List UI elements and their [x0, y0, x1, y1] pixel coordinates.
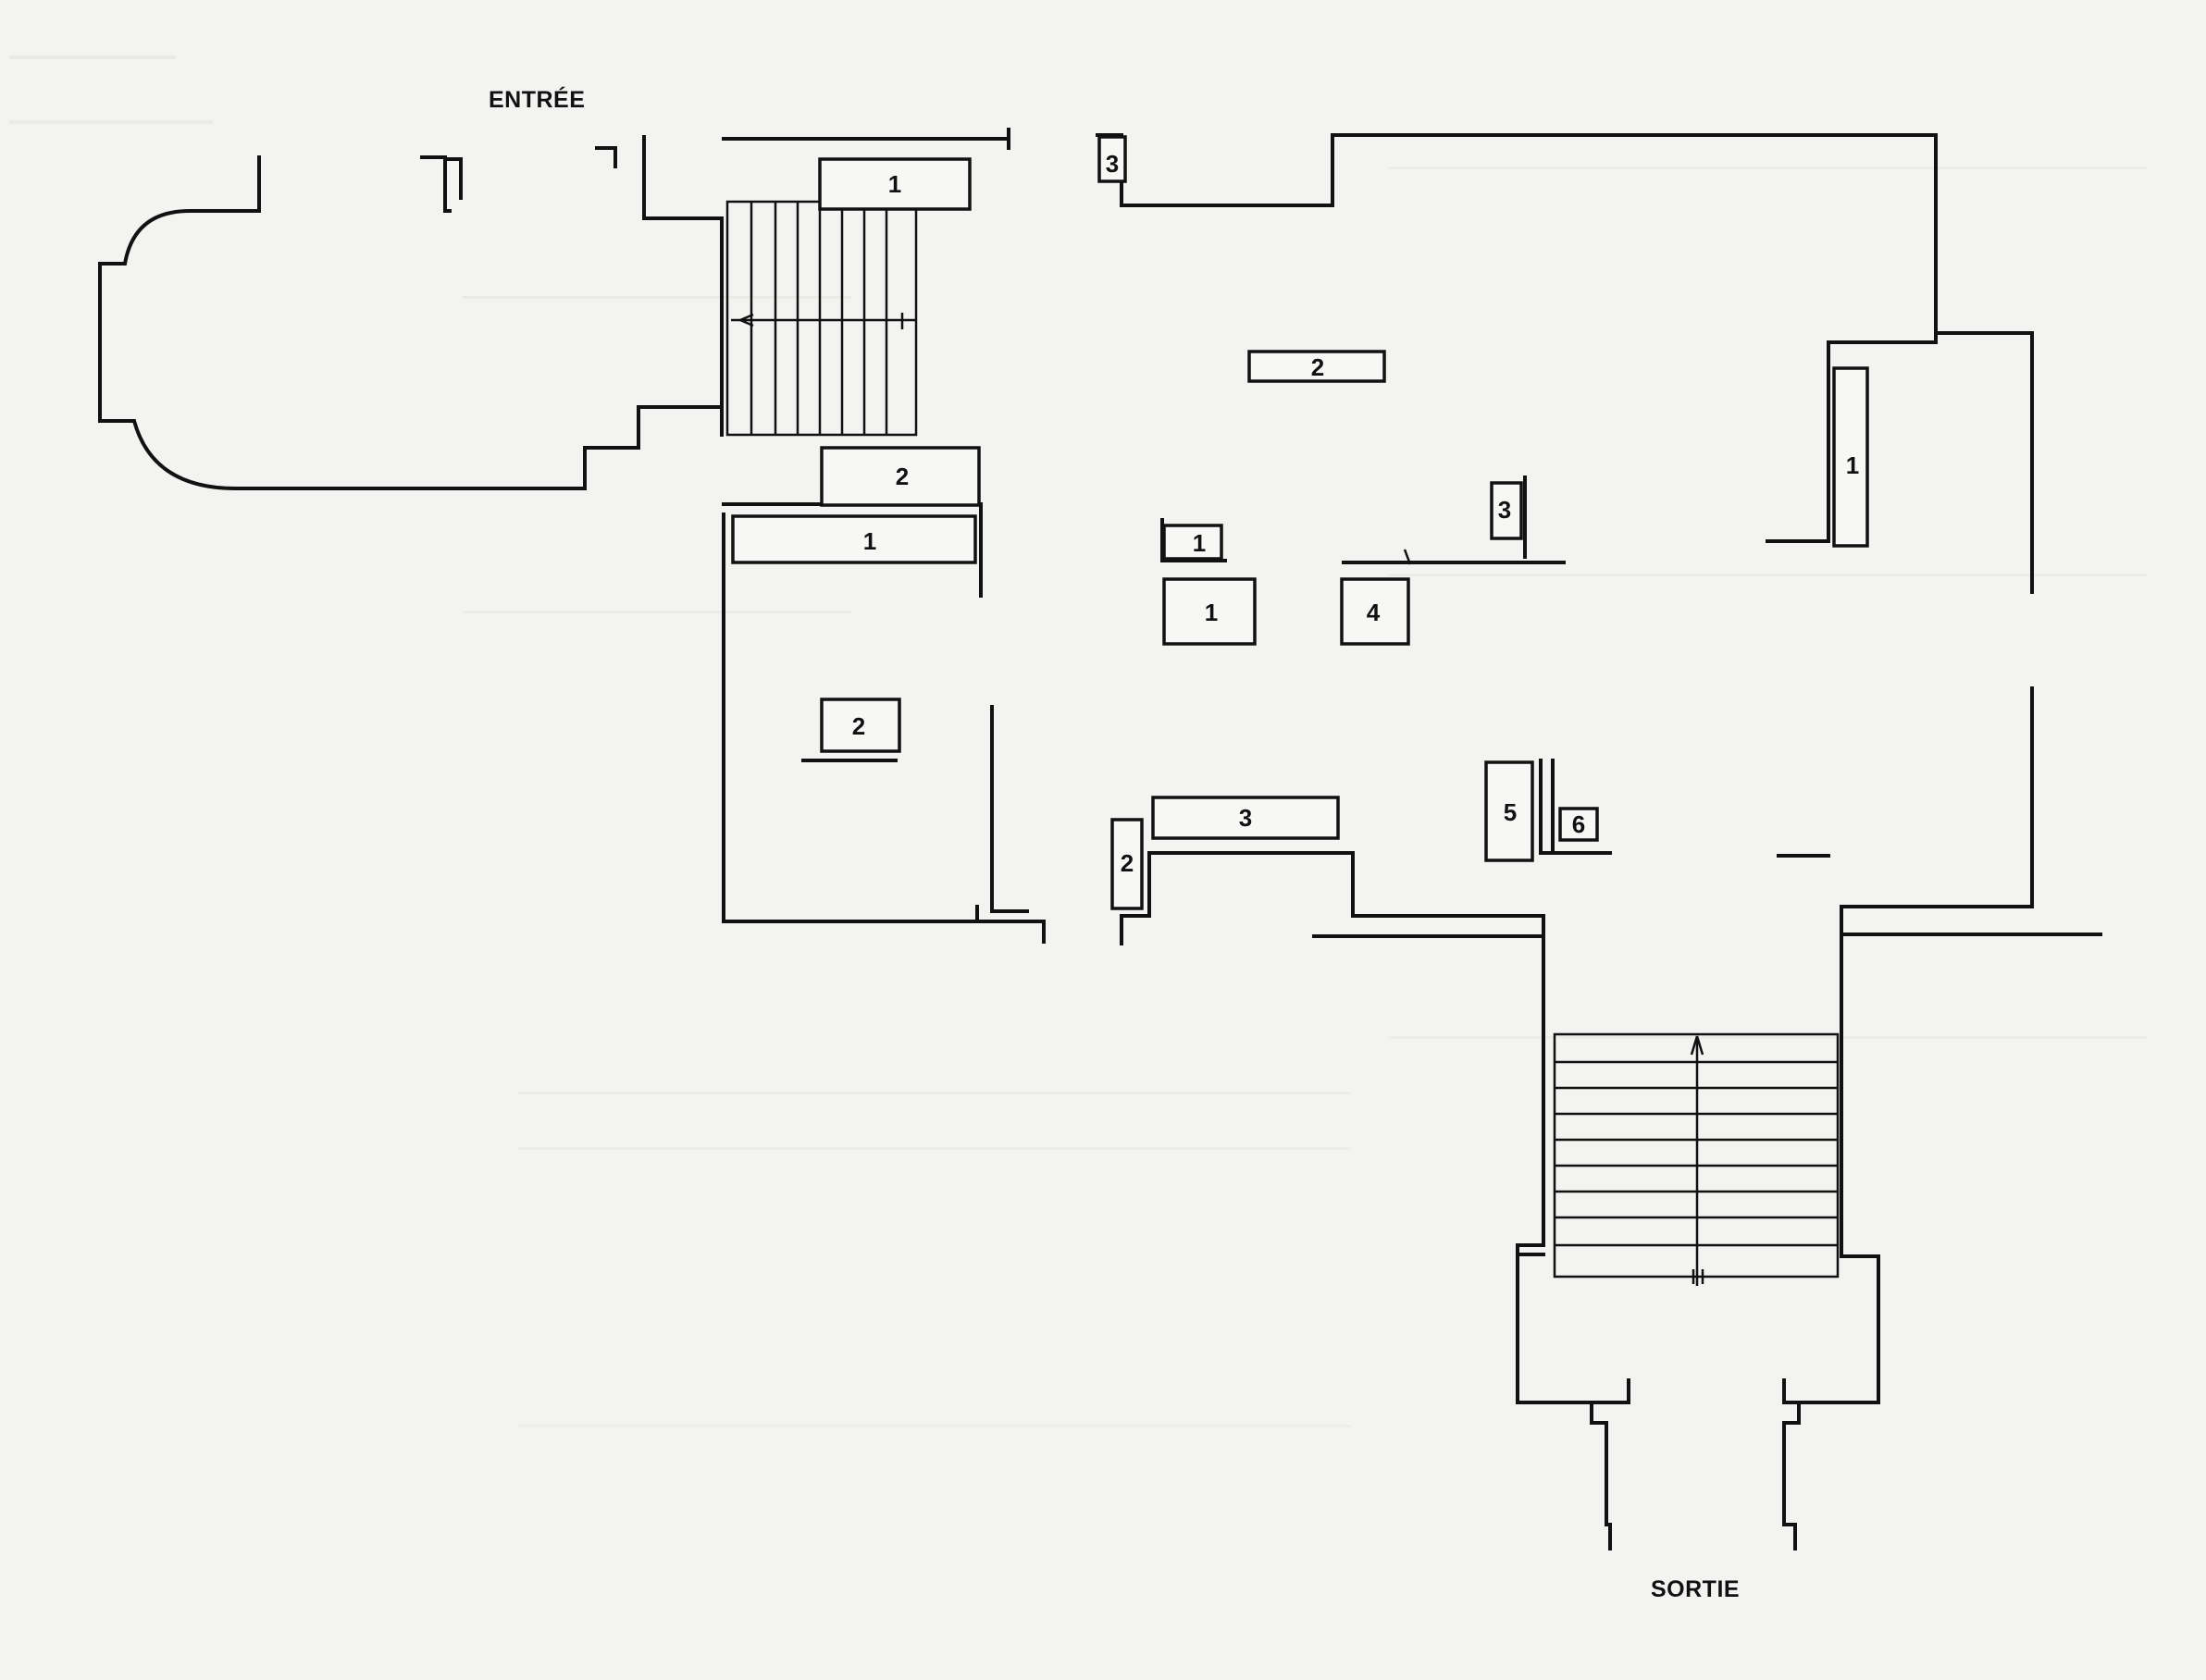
exhibit-number: 1	[1205, 599, 1218, 626]
exhibit-marker: 1	[1832, 366, 1869, 548]
exhibits: 1 2 1 2 3 2 1 1	[0, 0, 1869, 910]
exit-stair-arrow-icon	[1690, 1035, 1704, 1056]
exhibit-number: 3	[1106, 150, 1119, 178]
background-texture	[9, 56, 2147, 1427]
exit-label: SORTIE	[1651, 1576, 1740, 1602]
exhibit-marker: 3	[1097, 135, 1127, 183]
lower-centre-wall	[1120, 851, 1545, 1247]
exhibit-marker: 2	[1247, 350, 1386, 383]
exhibit-marker: 2	[820, 446, 981, 507]
upper-gallery-wall	[1096, 133, 1938, 344]
exhibit-marker: 1	[1160, 518, 1227, 562]
exhibit-marker: 4	[1340, 577, 1410, 646]
exit-stair-wall	[1782, 933, 1880, 1404]
exhibit-number: 1	[1193, 529, 1206, 557]
exhibit-marker: 2	[0, 0, 6, 6]
exhibit-number: 6	[1572, 810, 1585, 838]
exhibit-number: 3	[1498, 496, 1511, 524]
exhibit-number: 2	[896, 463, 909, 490]
exhibit-marker: 1	[1162, 577, 1257, 646]
entrance-vestibule-wall	[98, 155, 724, 490]
exhibit-number: 2	[1311, 353, 1324, 381]
exhibit-number: 2	[852, 712, 865, 740]
exhibit-marker: 3	[1490, 476, 1527, 559]
entry-label: ENTRÉE	[489, 86, 585, 113]
exhibit-marker: 2	[1110, 818, 1144, 910]
exhibit-marker: 6	[1558, 807, 1599, 842]
walls	[98, 128, 2102, 1550]
left-gallery-wall	[722, 513, 1046, 944]
entrance-staircase	[725, 200, 918, 437]
exhibit-marker: 1	[731, 514, 977, 564]
exhibit-number: 4	[1367, 599, 1381, 626]
exhibit-number: 3	[1239, 804, 1252, 832]
stair-arrow-icon	[739, 313, 754, 327]
exhibit-number: 1	[888, 170, 901, 198]
exit-staircase	[1553, 1032, 1840, 1286]
exhibit-number: 1	[863, 527, 876, 555]
exhibit-number: 5	[1504, 798, 1517, 826]
exhibit-number: 2	[1121, 849, 1134, 877]
exhibit-marker: 1	[818, 157, 972, 211]
exhibit-number: 1	[1846, 451, 1859, 479]
exhibit-marker: 2	[820, 698, 901, 753]
exhibit-marker: 5	[1484, 760, 1534, 862]
upper-stair-hall-wall	[642, 135, 724, 437]
exhibit-marker: 3	[1151, 796, 1340, 840]
